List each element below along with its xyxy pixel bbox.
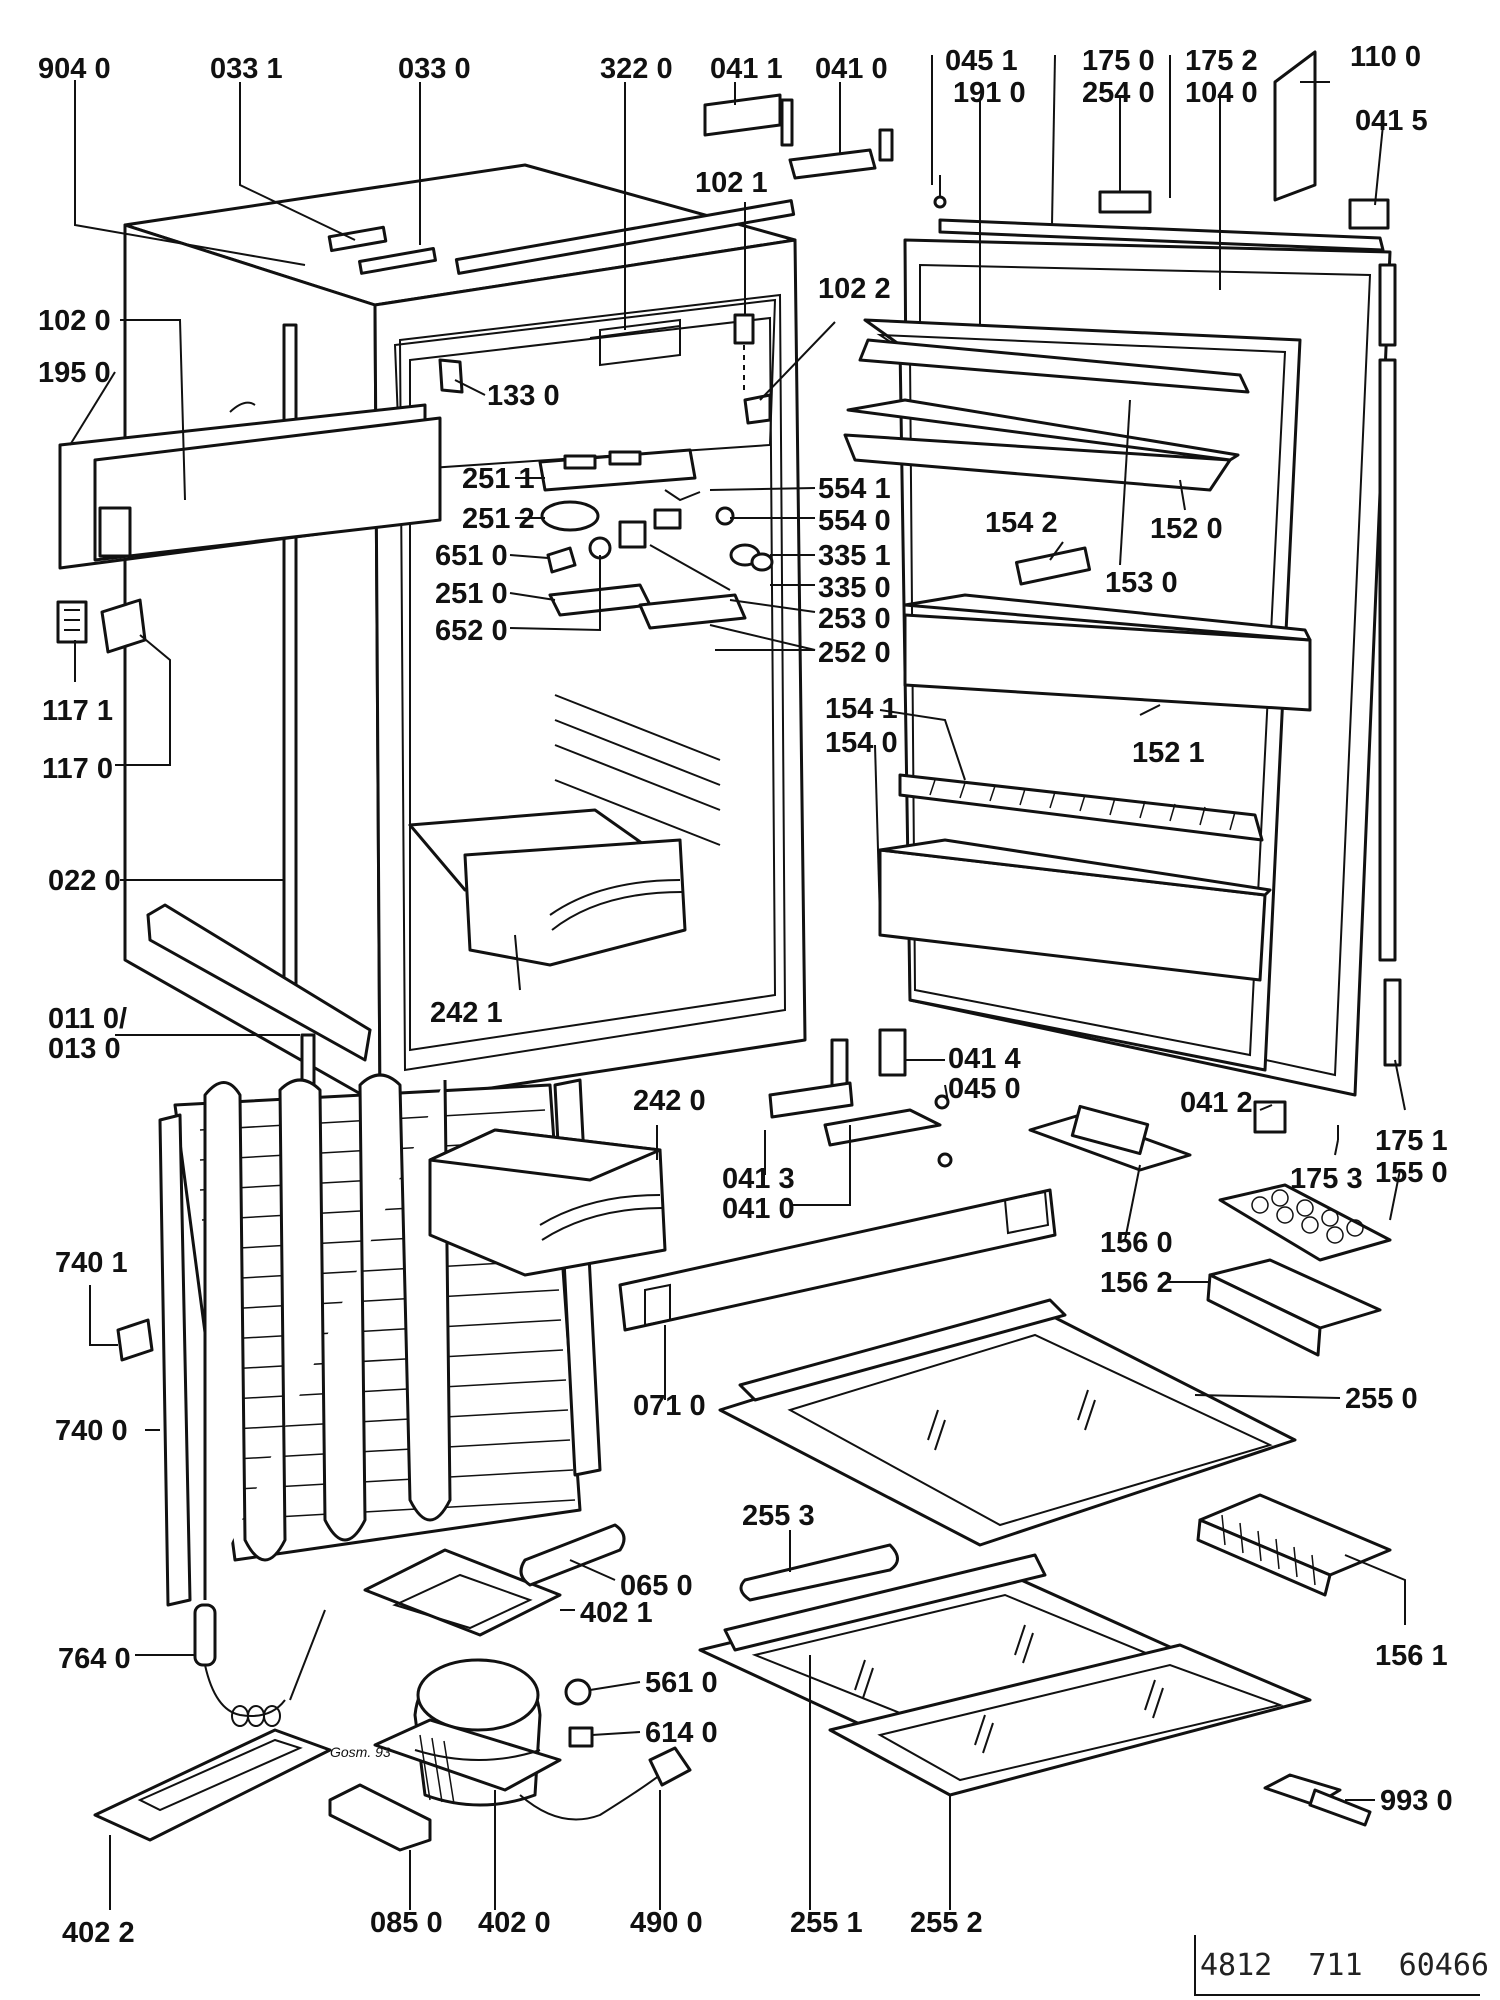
label-255-1: 255 1 [790, 1907, 863, 1939]
label-154-2: 154 2 [985, 507, 1058, 539]
label-255-3: 255 3 [742, 1500, 815, 1532]
label-554-1: 554 1 [818, 473, 891, 505]
label-490-0: 490 0 [630, 1907, 703, 1939]
label-154-1: 154 1 [825, 693, 898, 725]
label-254-0: 254 0 [1082, 77, 1155, 109]
label-322-0: 322 0 [600, 53, 673, 85]
label-041-0b: 041 0 [722, 1193, 795, 1225]
label-022-0: 022 0 [48, 865, 121, 897]
cooling-system: Gosm. 93 [93, 1073, 692, 1852]
label-041-4: 041 4 [948, 1043, 1021, 1075]
label-175-3: 175 3 [1290, 1163, 1363, 1195]
label-045-0: 045 0 [948, 1073, 1021, 1105]
label-554-0: 554 0 [818, 505, 891, 537]
label-013-0: 013 0 [48, 1033, 121, 1065]
label-155-0: 155 0 [1375, 1157, 1448, 1189]
label-011-0: 011 0/ [48, 1003, 127, 1035]
label-156-1: 156 1 [1375, 1640, 1448, 1672]
label-764-0: 764 0 [58, 1643, 131, 1675]
label-156-2: 156 2 [1100, 1267, 1173, 1299]
label-117-1: 117 1 [42, 695, 113, 727]
label-242-0: 242 0 [633, 1085, 706, 1117]
label-154-0: 154 0 [825, 727, 898, 759]
label-102-1: 102 1 [695, 167, 768, 199]
label-651-0: 651 0 [435, 540, 508, 572]
label-085-0: 085 0 [370, 1907, 443, 1939]
label-102-0: 102 0 [38, 305, 111, 337]
label-335-1: 335 1 [818, 540, 891, 572]
label-402-1: 402 1 [580, 1597, 653, 1629]
label-041-5: 041 5 [1355, 105, 1428, 137]
label-175-2: 175 2 [1185, 45, 1258, 77]
label-102-2: 102 2 [818, 273, 891, 305]
label-153-0: 153 0 [1105, 567, 1178, 599]
label-152-1: 152 1 [1132, 737, 1205, 769]
label-041-2: 041 2 [1180, 1087, 1253, 1119]
label-041-3: 041 3 [722, 1163, 795, 1195]
label-335-0: 335 0 [818, 572, 891, 604]
label-561-0: 561 0 [645, 1667, 718, 1699]
label-251-2: 251 2 [462, 503, 535, 535]
label-045-1: 045 1 [945, 45, 1018, 77]
label-156-0: 156 0 [1100, 1227, 1173, 1259]
shelves-accessories [618, 1028, 1392, 1827]
label-041-0: 041 0 [815, 53, 888, 85]
label-251-1: 251 1 [462, 463, 535, 495]
document-number: 4812 711 60466 [1200, 1948, 1489, 1983]
label-152-0: 152 0 [1150, 513, 1223, 545]
label-117-0: 117 0 [42, 753, 113, 785]
label-033-0: 033 0 [398, 53, 471, 85]
label-652-0: 652 0 [435, 615, 508, 647]
label-251-0: 251 0 [435, 578, 508, 610]
label-041-1: 041 1 [710, 53, 783, 85]
label-904-0: 904 0 [38, 53, 111, 85]
label-402-2: 402 2 [62, 1917, 135, 1949]
label-255-2: 255 2 [910, 1907, 983, 1939]
control-parts [56, 313, 774, 654]
label-033-1: 033 1 [210, 53, 283, 85]
label-740-1: 740 1 [55, 1247, 128, 1279]
label-175-1: 175 1 [1375, 1125, 1448, 1157]
label-255-0: 255 0 [1345, 1383, 1418, 1415]
label-993-0: 993 0 [1380, 1785, 1453, 1817]
label-065-0: 065 0 [620, 1570, 693, 1602]
label-175-0: 175 0 [1082, 45, 1155, 77]
door-assembly [703, 50, 1402, 1097]
label-253-0: 253 0 [818, 603, 891, 635]
label-614-0: 614 0 [645, 1717, 718, 1749]
label-110-0: 110 0 [1350, 41, 1421, 73]
stamp-text: Gosm. 93 [330, 1744, 391, 1760]
part-labels: 904 0 033 1 033 0 322 0 041 1 041 0 045 … [38, 41, 1489, 1983]
label-133-0: 133 0 [487, 380, 560, 412]
label-104-0: 104 0 [1185, 77, 1258, 109]
label-402-0: 402 0 [478, 1907, 551, 1939]
label-252-0: 252 0 [818, 637, 891, 669]
leader-lines [69, 54, 1480, 1996]
label-195-0: 195 0 [38, 357, 111, 389]
label-071-0: 071 0 [633, 1390, 706, 1422]
label-740-0: 740 0 [55, 1415, 128, 1447]
label-242-1: 242 1 [430, 997, 503, 1029]
label-191-0: 191 0 [953, 77, 1026, 109]
